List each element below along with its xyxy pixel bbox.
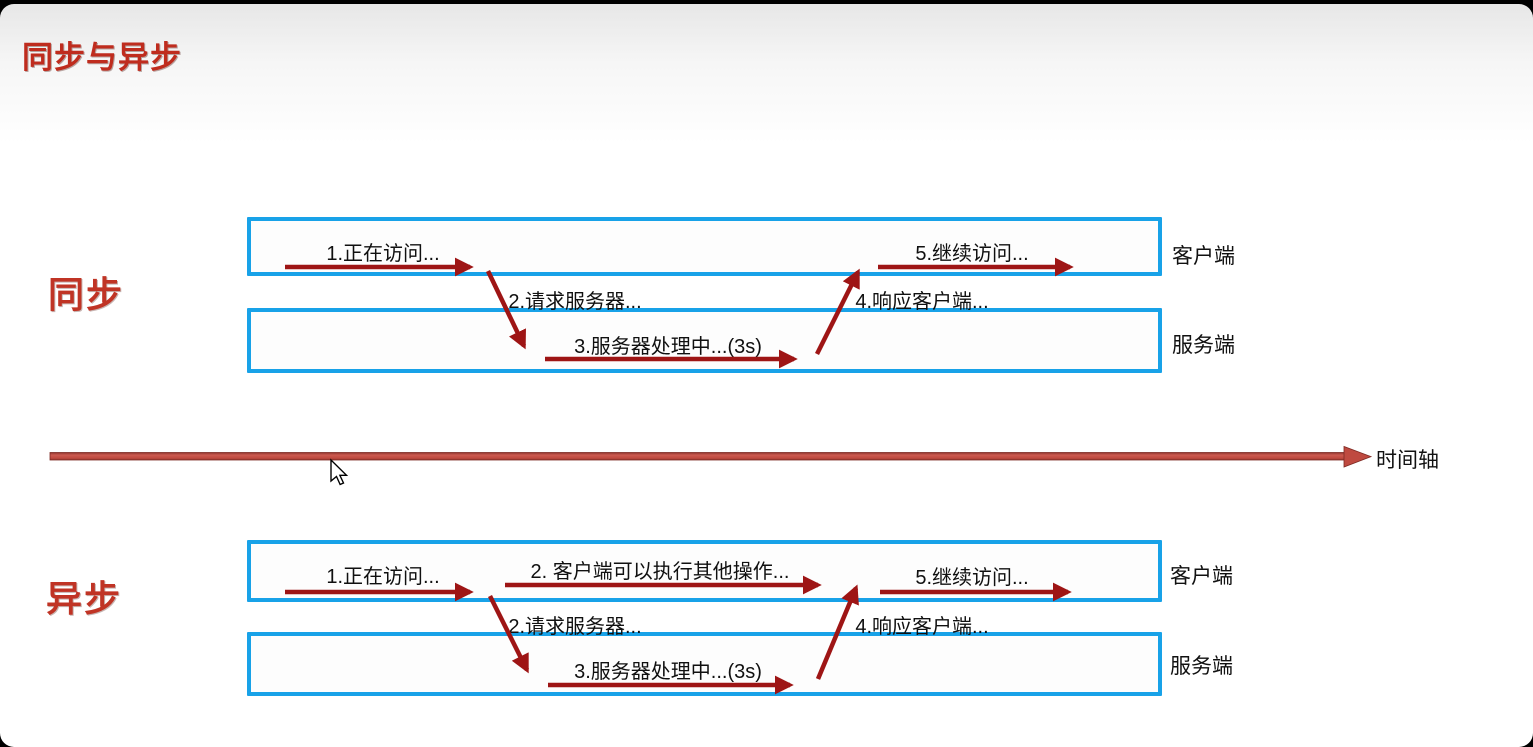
async-server-lane-label: 服务端 xyxy=(1170,655,1233,678)
sync-step4-label: 4.响应客户端... xyxy=(855,291,989,313)
async-step1-label: 1.正在访问... xyxy=(326,566,440,588)
sync-step1-label: 1.正在访问... xyxy=(326,243,440,265)
async-step5-label: 5.继续访问... xyxy=(915,567,1029,589)
async-step2-label: 2.请求服务器... xyxy=(508,616,642,638)
sync-step5-label: 5.继续访问... xyxy=(915,243,1029,265)
mouse-cursor-icon xyxy=(330,458,349,486)
async-step2-other-label: 2. 客户端可以执行其他操作... xyxy=(530,561,790,583)
sync-server-lane-label: 服务端 xyxy=(1172,334,1235,357)
section-label-sync: 同步 xyxy=(48,274,125,315)
slide-background: 同步与异步 同步 异步 客户端 服务端 客户端 服务端 1.正在访问... 2.… xyxy=(0,4,1533,747)
timeline-label: 时间轴 xyxy=(1376,449,1439,472)
sync-step3-label: 3.服务器处理中...(3s) xyxy=(574,336,762,358)
async-step3-label: 3.服务器处理中...(3s) xyxy=(574,661,762,683)
section-label-async: 异步 xyxy=(46,578,123,619)
sync-server-lane-box xyxy=(247,308,1162,373)
timeline-arrow xyxy=(49,445,1373,468)
page-title: 同步与异步 xyxy=(22,40,182,75)
async-step4-label: 4.响应客户端... xyxy=(855,616,989,638)
sync-step2-label: 2.请求服务器... xyxy=(508,291,642,313)
sync-client-lane-label: 客户端 xyxy=(1172,245,1235,268)
async-client-lane-label: 客户端 xyxy=(1170,565,1233,588)
